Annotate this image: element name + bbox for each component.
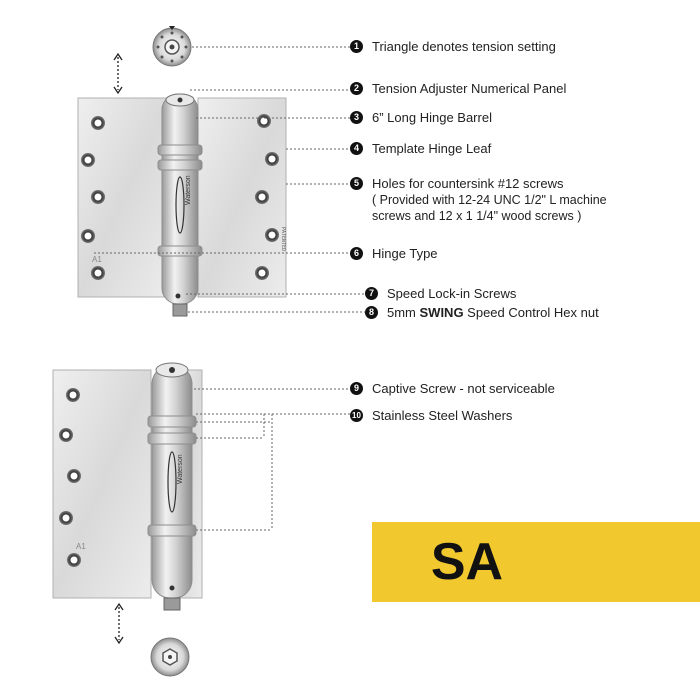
callout-number: 2 <box>350 82 363 95</box>
callout-5-sub-1: ( Provided with 12-24 UNC 1/2" L machine <box>372 193 607 207</box>
top-leader-lines <box>94 46 365 313</box>
callout-3: 3 6” Long Hinge Barrel <box>350 110 492 126</box>
top-tension-cap <box>152 26 192 67</box>
bottom-leaf-mark: A1 <box>76 542 86 551</box>
callout-number: 7 <box>365 287 378 300</box>
bottom-leader-lines <box>194 388 350 531</box>
callout-number: 6 <box>350 247 363 260</box>
bottom-hinge-barrel <box>147 362 197 611</box>
callout-number: 5 <box>350 177 363 190</box>
callout-text: Template Hinge Leaf <box>372 141 492 156</box>
callout-number: 4 <box>350 142 363 155</box>
top-barrel-mark: PATENTED <box>280 227 286 251</box>
bottom-template-leaf-left <box>52 369 152 599</box>
top-template-leaf-right <box>197 97 287 298</box>
callout-7: 7 Speed Lock-in Screws <box>365 286 516 302</box>
callout-number: 8 <box>365 306 378 319</box>
callout-number: 9 <box>350 382 363 395</box>
callout-10: 10 Stainless Steel Washers <box>350 408 512 424</box>
callout-text: 6” Long Hinge Barrel <box>372 110 492 125</box>
callout-6: 6 Hinge Type <box>350 246 438 262</box>
callout-text: Speed Lock-in Screws <box>387 286 517 301</box>
callout-text: Captive Screw - not serviceable <box>372 381 555 396</box>
model-badge: SA <box>372 522 700 602</box>
callout-8: 8 5mm SWING Speed Control Hex nut <box>365 305 599 321</box>
top-rotation-arrow <box>113 52 123 95</box>
callout-4: 4 Template Hinge Leaf <box>350 141 491 157</box>
top-brand-mark: Waterson <box>185 175 192 205</box>
callout-number: 1 <box>350 40 363 53</box>
top-leaf-screw-holes <box>81 114 279 280</box>
model-badge-label: SA <box>430 533 504 591</box>
callout-text: Stainless Steel Washers <box>372 408 513 423</box>
callout-text: Hinge Type <box>372 246 438 261</box>
bottom-rotation-arrow <box>114 602 124 645</box>
bottom-leaf-screw-holes <box>59 388 81 567</box>
callout-text: 5mm SWING Speed Control Hex nut <box>387 305 599 321</box>
callout-9: 9 Captive Screw - not serviceable <box>350 381 555 397</box>
callout-2: 2 Tension Adjuster Numerical Panel <box>350 81 566 97</box>
callout-number: 3 <box>350 111 363 124</box>
callout-number: 10 <box>350 409 363 422</box>
callout-8-pre: 5mm <box>387 305 420 320</box>
callout-5-main: Holes for countersink #12 screws <box>372 176 564 191</box>
callout-text: Triangle denotes tension setting <box>372 39 556 54</box>
bottom-brand-mark: Waterson <box>177 454 184 484</box>
top-leaf-mark: A1 <box>92 255 102 264</box>
callout-1: 1 Triangle denotes tension setting <box>350 39 556 55</box>
callout-text: Tension Adjuster Numerical Panel <box>372 81 567 96</box>
callout-8-post: Speed Control Hex nut <box>463 305 599 320</box>
callout-5: 5 Holes for countersink #12 screws ( Pro… <box>350 176 607 224</box>
bottom-tension-cap <box>150 637 190 677</box>
callout-text: Holes for countersink #12 screws ( Provi… <box>372 176 607 224</box>
callout-5-sub-2: screws and 12 x 1 1/4" wood screws ) <box>372 209 582 223</box>
top-hinge-barrel <box>157 93 203 317</box>
callout-8-bold: SWING <box>419 305 464 320</box>
